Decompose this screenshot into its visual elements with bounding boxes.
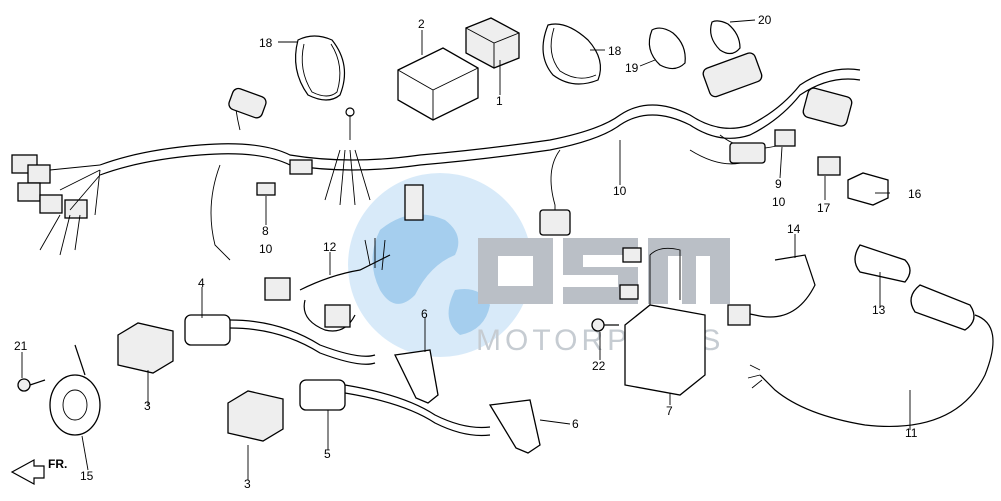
part-label-18-right: 18 — [608, 44, 622, 58]
relay-8 — [256, 182, 276, 196]
wire-band-18-left — [295, 35, 346, 101]
part-label-7: 7 — [666, 404, 673, 418]
part-label-17: 17 — [817, 201, 831, 215]
part-label-16: 16 — [908, 187, 922, 201]
bolt-21 — [17, 378, 46, 392]
main-wire-harness-10 — [99, 52, 861, 261]
part-label-3-bottom: 3 — [244, 477, 251, 491]
center-wire-bundle — [289, 107, 424, 221]
control-unit-2 — [397, 47, 479, 121]
part-label-8: 8 — [262, 224, 269, 238]
cover-13 — [854, 244, 911, 283]
part-label-2: 2 — [418, 17, 425, 31]
part-label-4: 4 — [198, 276, 205, 290]
part-label-10-main: 10 — [613, 184, 627, 198]
part-label-6-bottom: 6 — [572, 417, 579, 431]
horn-15 — [49, 344, 101, 436]
part-label-12: 12 — [323, 240, 337, 254]
regulator-rectifier-7 — [619, 247, 706, 396]
ignition-coil-4 — [184, 314, 376, 365]
part-label-15: 15 — [80, 469, 94, 483]
part-label-5: 5 — [324, 447, 331, 461]
relay-9 — [774, 129, 796, 147]
part-label-20: 20 — [758, 13, 772, 27]
sub-wire-14 — [727, 254, 816, 326]
spark-plug-cap-6-top — [394, 349, 439, 404]
part-label-6-top: 6 — [421, 307, 428, 321]
part-number-labels: 18 2 1 18 19 20 10 8 10 9 10 16 17 12 14… — [14, 13, 922, 491]
watermark-logo — [478, 238, 730, 304]
front-marker-label: FR. — [48, 457, 67, 471]
spark-plug-cap-6-bottom — [488, 399, 541, 454]
part-label-1: 1 — [496, 94, 503, 108]
wire-clip-20 — [710, 20, 741, 55]
starter-cable-11 — [747, 284, 994, 428]
left-connector-cluster — [11, 154, 101, 256]
part-label-11: 11 — [905, 426, 918, 440]
part-label-13: 13 — [872, 303, 886, 317]
ignition-module-3-top — [117, 322, 174, 374]
relay-17 — [817, 156, 841, 176]
part-label-21: 21 — [14, 339, 28, 353]
ignition-module-3-bottom — [227, 390, 284, 442]
sub-harness-12 — [264, 238, 391, 332]
part-label-19: 19 — [625, 61, 639, 75]
connector-1 — [465, 17, 520, 69]
bolt-22 — [591, 318, 619, 332]
relay-16 — [847, 172, 889, 206]
part-label-9: 9 — [775, 177, 782, 191]
part-label-18-left: 18 — [259, 36, 273, 50]
part-label-8-10: 10 — [259, 242, 273, 256]
wire-band-18-right — [542, 23, 601, 85]
front-arrow-icon — [10, 458, 45, 486]
part-label-3-top: 3 — [144, 399, 151, 413]
wire-band-19 — [648, 27, 686, 70]
ignition-coil-5 — [299, 379, 491, 437]
part-label-14: 14 — [787, 222, 801, 236]
leader-lines — [21, 19, 911, 480]
part-label-22: 22 — [592, 359, 606, 373]
front-direction-marker: FR. — [10, 457, 67, 486]
part-label-9-10: 10 — [772, 195, 786, 209]
